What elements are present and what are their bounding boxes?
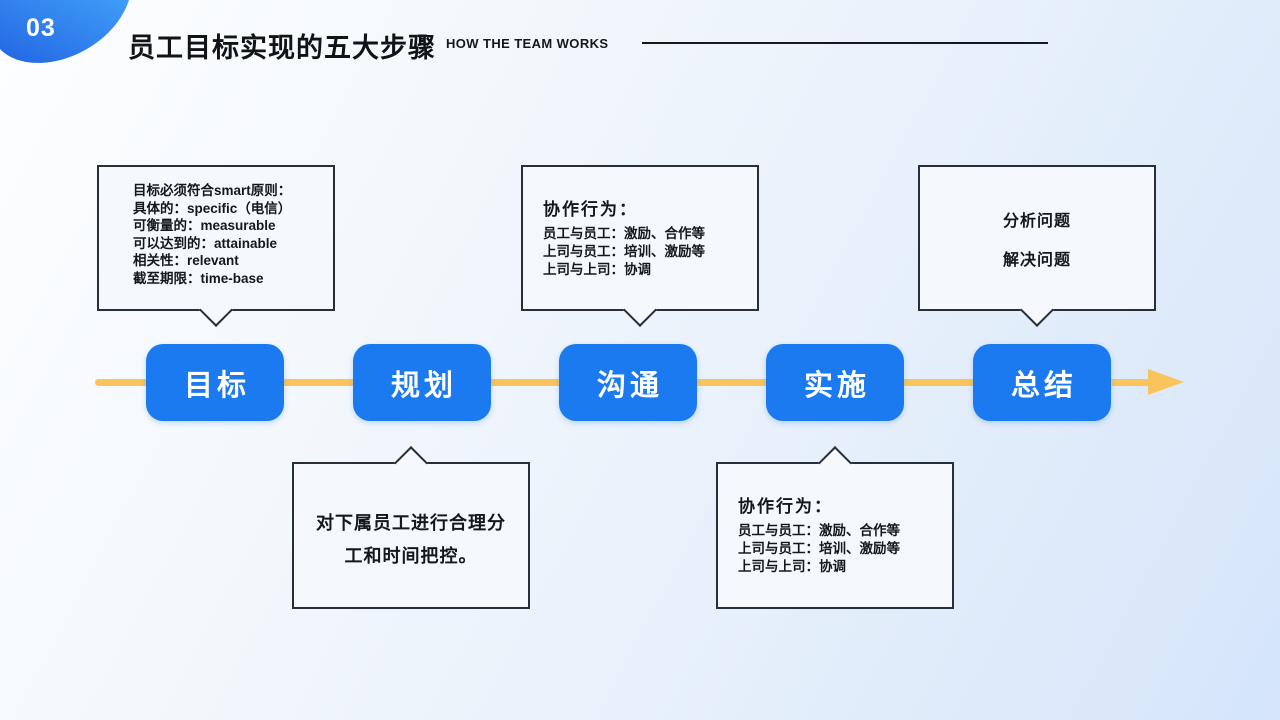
callout-goal-line: 目标必须符合smart原则： — [133, 183, 292, 198]
callout-implementation-line: 员工与员工：激励、合作等 — [738, 523, 900, 538]
step-planning: 规划 — [353, 344, 491, 421]
callout-summary: 分析问题 解决问题 — [918, 165, 1156, 327]
callout-goal-line: 具体的：specific（电信） — [133, 200, 292, 216]
callout-planning: 对下属员工进行合理分 工和时间把控。 — [292, 446, 530, 609]
callout-implementation-line: 上司与上司：协调 — [738, 559, 846, 574]
callout-tail-up — [818, 446, 852, 480]
callout-communication-line: 上司与上司：协调 — [543, 262, 651, 277]
callout-implementation-line: 上司与员工：培训、激励等 — [738, 541, 900, 556]
step-communication: 沟通 — [559, 344, 697, 421]
callout-goal-line: 可以达到的：attainable — [133, 235, 278, 251]
callout-goal: 目标必须符合smart原则： 具体的：specific（电信） 可衡量的：mea… — [97, 165, 335, 327]
slide-title: 员工目标实现的五大步骤 — [128, 33, 436, 63]
callout-heading: 协作行为： — [543, 200, 638, 219]
callout-planning-line: 工和时间把控。 — [344, 545, 478, 566]
callout-goal-line: 可衡量的：measurable — [133, 218, 276, 234]
callout-tail-down — [1020, 293, 1054, 327]
callout-communication-line: 上司与员工：培训、激励等 — [543, 244, 705, 259]
slide-subtitle: HOW THE TEAM WORKS — [446, 36, 609, 51]
callout-heading: 协作行为： — [738, 497, 833, 516]
header-divider-line — [642, 42, 1048, 44]
callout-implementation: 协作行为： 员工与员工：激励、合作等 上司与员工：培训、激励等 上司与上司：协调 — [716, 446, 954, 609]
callout-goal-line: 截至期限：time-base — [133, 270, 264, 286]
corner-blob-shape — [0, 0, 129, 63]
page-number: 03 — [26, 14, 56, 42]
callout-communication-line: 员工与员工：激励、合作等 — [543, 226, 705, 241]
callout-summary-line: 解决问题 — [1002, 251, 1071, 269]
arrow-head-icon — [1148, 369, 1184, 395]
step-goal: 目标 — [146, 344, 284, 421]
callout-summary-line: 分析问题 — [1002, 212, 1071, 230]
callout-communication: 协作行为： 员工与员工：激励、合作等 上司与员工：培训、激励等 上司与上司：协调 — [521, 165, 759, 327]
callout-planning-line: 对下属员工进行合理分 — [316, 512, 506, 533]
step-implementation: 实施 — [766, 344, 904, 421]
callout-tail-down — [199, 293, 233, 327]
step-summary: 总结 — [973, 344, 1111, 421]
callout-tail-down — [623, 293, 657, 327]
callout-goal-line: 相关性：relevant — [133, 253, 239, 269]
callout-tail-up — [394, 446, 428, 480]
